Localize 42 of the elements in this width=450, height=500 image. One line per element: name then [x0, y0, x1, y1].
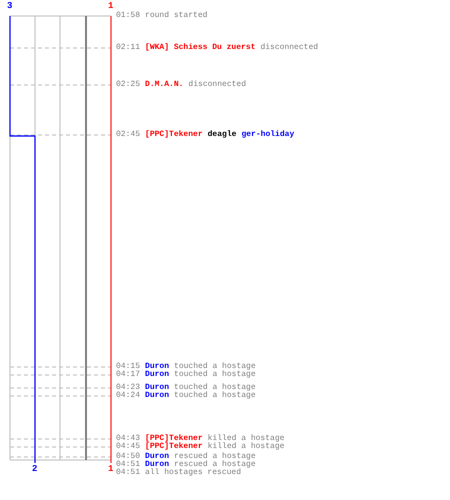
- event-text: disconnected: [260, 44, 318, 52]
- time-label: 02:45: [116, 131, 140, 139]
- player-name: Duron: [145, 461, 170, 469]
- player-name: Duron: [145, 371, 170, 379]
- column-number: 3: [7, 2, 12, 11]
- event-text: touched a hostage: [174, 371, 256, 379]
- event-text: killed a hostage: [208, 443, 284, 451]
- player-name: Duron: [145, 384, 170, 392]
- event-text: touched a hostage: [174, 384, 256, 392]
- time-label: 04:45: [116, 443, 140, 451]
- player-name: [PPC]Tekener: [145, 131, 203, 139]
- event-text: touched a hostage: [174, 392, 256, 400]
- player-name: D.M.A.N.: [145, 81, 184, 89]
- player-name: [WKA] Schiess Du zuerst: [145, 44, 256, 52]
- event-text: touched a hostage: [174, 363, 256, 371]
- player-name: [PPC]Tekener: [145, 443, 203, 451]
- time-label: 04:50: [116, 453, 140, 461]
- column-number: 1: [108, 2, 114, 11]
- time-label: 01:58: [116, 12, 140, 20]
- column-number: 2: [32, 465, 38, 474]
- player-name: Duron: [145, 453, 170, 461]
- column-number: 1: [108, 465, 114, 474]
- player-name: Duron: [145, 363, 170, 371]
- time-label: 04:51: [116, 469, 140, 477]
- time-label: 04:15: [116, 363, 140, 371]
- time-label: 04:23: [116, 384, 140, 392]
- event-text: killed a hostage: [208, 435, 284, 443]
- time-label: 04:17: [116, 371, 140, 379]
- event-text: round started: [145, 12, 208, 20]
- event-text: all hostages rescued: [145, 469, 242, 477]
- time-label: 04:24: [116, 392, 140, 400]
- event-text: rescued a hostage: [174, 453, 256, 461]
- time-label: 02:25: [116, 81, 140, 89]
- player-name: [PPC]Tekener: [145, 435, 203, 443]
- time-label: 04:51: [116, 461, 140, 469]
- weapon-name: deagle: [208, 131, 236, 139]
- event-text: disconnected: [188, 81, 246, 89]
- time-label: 02:11: [116, 44, 140, 52]
- player-name: Duron: [145, 392, 170, 400]
- event-text: rescued a hostage: [174, 461, 256, 469]
- time-label: 04:43: [116, 435, 140, 443]
- map-name: ger-holiday: [241, 131, 294, 139]
